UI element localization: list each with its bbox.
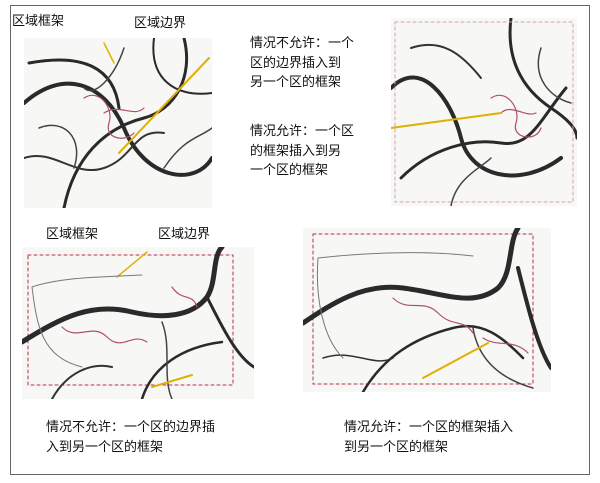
region-frame-outline [27, 254, 234, 386]
vein [27, 58, 121, 110]
text-not-allowed-bottom: 情况不允许：一个区的边界插 入到另一个区的框架 [46, 420, 216, 455]
vein [303, 228, 521, 326]
text-allowed-bottom: 情况允许：一个区的框架插入 到另一个区的框架 [344, 420, 514, 455]
vein [22, 247, 225, 345]
vein [472, 327, 534, 389]
red-vessel [83, 94, 135, 139]
vein [516, 266, 551, 370]
region-boundary-outline [316, 252, 474, 359]
vein [361, 324, 525, 392]
label-region-boundary: 区域边界 [158, 227, 211, 242]
vein [410, 43, 482, 79]
frame-line [422, 342, 489, 379]
label-region-frame: 区域框架 [46, 227, 99, 242]
vein [205, 295, 254, 369]
label-region-frame: 区域框架 [12, 14, 65, 29]
diagram-frame [10, 5, 590, 475]
text-allowed-top: 情况允许：一个区 的框架插入到另 一个区的框架 [250, 124, 355, 178]
vein [163, 127, 212, 169]
red-vessel [61, 326, 148, 344]
vein [140, 340, 224, 399]
vein [24, 81, 212, 177]
frame-line [391, 112, 502, 129]
vein [537, 47, 572, 104]
vein [62, 38, 189, 208]
vein [152, 38, 212, 95]
region-boundary-outline [31, 274, 143, 368]
red-vessel [171, 286, 198, 308]
red-vessel [392, 297, 474, 334]
bottom-right-vein-image [303, 228, 551, 392]
top-left-vein-image [24, 38, 212, 208]
vein [161, 321, 173, 399]
red-vessel [482, 337, 529, 354]
red-vessel [490, 94, 542, 138]
region-frame-outline [394, 21, 574, 203]
bottom-left-vein-image [22, 247, 254, 399]
vein [450, 157, 492, 206]
vein [322, 354, 394, 362]
region-frame-outline [312, 233, 534, 385]
boundary-line [118, 57, 210, 154]
boundary-line [151, 374, 193, 388]
vein [38, 124, 78, 169]
boundary-line [116, 251, 148, 278]
red-vessel [103, 107, 145, 114]
vein [24, 131, 165, 171]
top-right-vein-image [391, 18, 577, 206]
text-not-allowed-top: 情况不允许：一个 区的边界插入到 另一个区的框架 [250, 36, 355, 90]
vein [399, 86, 568, 180]
red-vessel [500, 108, 537, 115]
vein [51, 364, 113, 399]
vein [391, 75, 563, 178]
vein [83, 47, 125, 92]
boundary-line [103, 42, 115, 64]
label-region-boundary: 区域边界 [134, 16, 187, 31]
